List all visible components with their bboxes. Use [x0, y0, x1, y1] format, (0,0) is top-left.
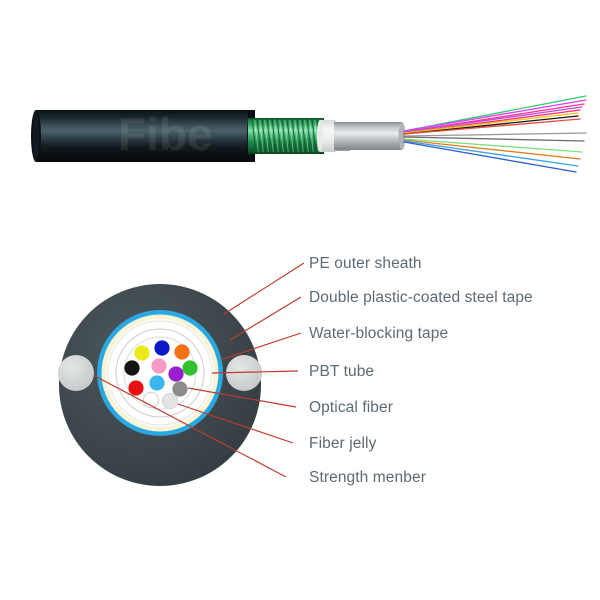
cable-watermark: Fibe [118, 108, 213, 160]
fiber-pink [151, 358, 167, 374]
cross-section-strength-member-circles [58, 355, 262, 391]
fiber-red [128, 380, 144, 396]
fiber-cyan [149, 375, 165, 391]
leader-fiber-jelly [177, 403, 294, 444]
fiber-violet [168, 366, 184, 382]
callout-label-pe-outer-sheath: PE outer sheath [309, 255, 422, 272]
cable-fiber-fanout [403, 95, 587, 173]
callout-label-fiber-jelly: Fiber jelly [309, 435, 377, 452]
leader-lines [94, 262, 305, 478]
fiber-light-grey [161, 392, 179, 410]
callout-label-strength-member: Strength menber [309, 469, 426, 486]
optical-fiber-bundle [124, 340, 198, 410]
pbt-tube-inner-outline [123, 336, 197, 410]
callout-label-pbt-tube: PBT tube [309, 363, 375, 380]
callout-label-optical-fiber: Optical fiber [309, 399, 393, 416]
fiber-green [182, 360, 198, 376]
fiber-grey [172, 381, 188, 397]
fiber-yellow [134, 345, 150, 361]
cable-steel-tape-armor [248, 118, 324, 154]
leader-optical-fiber [187, 387, 297, 408]
pbt-tube-outer-outline [115, 328, 205, 418]
callout-label-double-plastic-coated-steel-tape: Double plastic-coated steel tape [309, 289, 533, 306]
fiber-black [124, 360, 140, 376]
fiber-blue [154, 340, 170, 356]
fiber-orange [174, 344, 190, 360]
leader-double-plastic-coated-steel-tape [229, 296, 302, 341]
callout-label-water-blocking-tape: Water-blocking tape [309, 325, 449, 342]
leader-pe-outer-sheath [223, 262, 305, 315]
leader-pbt-tube [211, 370, 299, 374]
cable-inner-tube [317, 120, 406, 152]
leader-strength-member [94, 375, 287, 478]
leader-water-blocking-tape [219, 332, 302, 361]
